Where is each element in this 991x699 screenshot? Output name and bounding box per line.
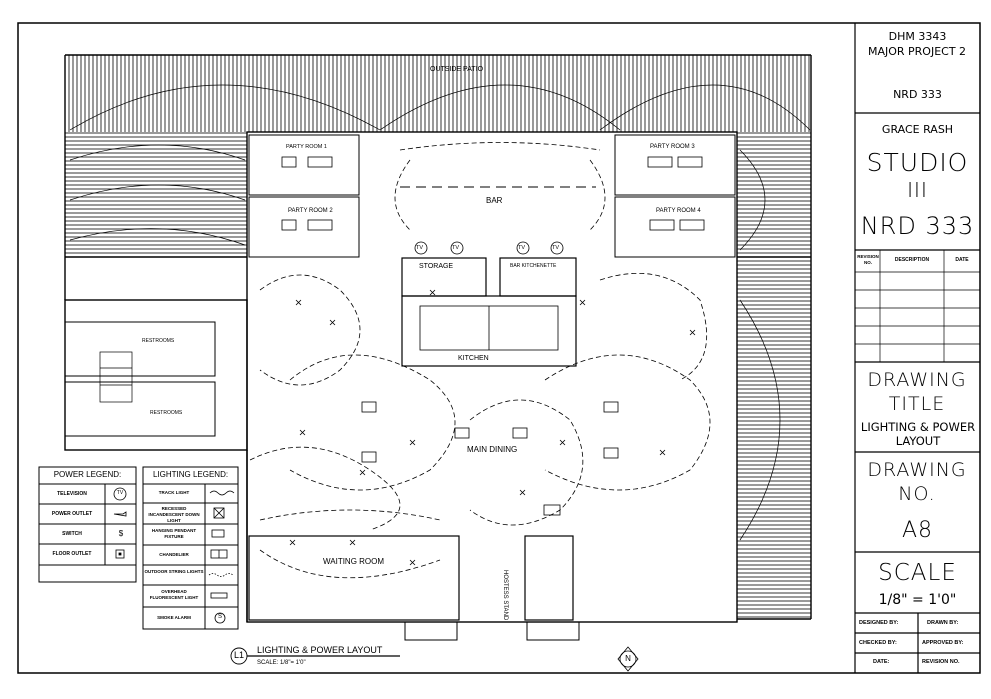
bar-kitchenette-label: BAR KITCHENETTE bbox=[510, 263, 557, 269]
drawing-label-callout bbox=[230, 647, 400, 665]
tv-label-2: TV bbox=[452, 245, 460, 251]
drawing-no-label: DRAWING NO. bbox=[867, 459, 967, 505]
scale-label: SCALE bbox=[878, 560, 957, 586]
student-name: GRACE RASH bbox=[881, 123, 954, 136]
power-legend-item-outlet: POWER OUTLET bbox=[51, 511, 93, 517]
restrooms-bottom-label: RESTROOMS bbox=[150, 410, 183, 416]
tv-label-4: TV bbox=[552, 245, 560, 251]
tv-label-3: TV bbox=[518, 245, 526, 251]
revision-table-grid bbox=[855, 250, 980, 362]
recessed-lights bbox=[289, 289, 696, 566]
drawing-title-value: LIGHTING & POWER LAYOUT bbox=[860, 420, 976, 448]
lighting-legend-smoke: SMOKE ALARM bbox=[157, 615, 191, 620]
description-header: DESCRIPTION bbox=[894, 257, 930, 263]
tv-symbols bbox=[414, 241, 564, 255]
storage-label: STORAGE bbox=[419, 263, 454, 270]
tv-icon: TV bbox=[116, 490, 124, 496]
project-code: NRD 333 bbox=[893, 88, 942, 101]
lighting-legend-string: OUTDOOR STRING LIGHTS bbox=[144, 569, 204, 574]
kitchen-label: KITCHEN bbox=[458, 355, 489, 362]
studio-line1: STUDIO bbox=[866, 148, 969, 177]
title-block-lines bbox=[854, 23, 980, 673]
dining-tables bbox=[361, 401, 619, 516]
revision-no-header: REVISION NO. bbox=[857, 254, 879, 265]
north-arrow bbox=[617, 646, 639, 672]
power-legend-item-floor-outlet: FLOOR OUTLET bbox=[52, 551, 92, 557]
approved-by-label: APPROVED BY: bbox=[922, 640, 964, 646]
drawing-label-title: LIGHTING & POWER LAYOUT bbox=[257, 645, 383, 655]
bar-label: BAR bbox=[486, 196, 503, 205]
power-legend-item-tv: TELEVISION bbox=[57, 491, 87, 497]
lighting-legend-title: LIGHTING LEGEND: bbox=[152, 470, 229, 479]
smoke-alarm-icon: S bbox=[217, 614, 222, 620]
power-legend-title: POWER LEGEND: bbox=[53, 470, 122, 479]
party-room-3-label: PARTY ROOM 3 bbox=[650, 144, 695, 150]
power-legend-table bbox=[38, 466, 137, 583]
legend-symbols bbox=[113, 487, 235, 624]
studio-code: NRD 333 bbox=[860, 212, 975, 240]
entrance-planter-right bbox=[526, 621, 580, 641]
kitchen-room bbox=[401, 295, 577, 367]
building-walls bbox=[64, 54, 812, 623]
switch-icon: $ bbox=[118, 529, 124, 538]
main-dining-label: MAIN DINING bbox=[467, 445, 518, 454]
party-room-2 bbox=[248, 196, 360, 258]
lighting-legend-recessed: RECESSED INCANDESCENT DOWN LIGHT bbox=[148, 506, 200, 523]
date-header: DATE bbox=[955, 257, 969, 263]
north-label: N bbox=[625, 654, 631, 663]
revision-no-label: REVISION NO. bbox=[922, 659, 960, 665]
lighting-legend-chandelier: CHANDELIER bbox=[159, 552, 189, 557]
course-number: DHM 3343 bbox=[888, 30, 947, 43]
party-room-2-label: PARTY ROOM 2 bbox=[288, 208, 333, 214]
drawing-id: L1 bbox=[233, 650, 244, 660]
designed-by-label: DESIGNED BY: bbox=[859, 620, 899, 626]
restrooms-top bbox=[64, 321, 216, 377]
power-legend-item-switch: SWITCH bbox=[62, 531, 82, 537]
party-room-tables bbox=[281, 156, 705, 231]
party-room-1 bbox=[248, 134, 360, 196]
studio-line2: III bbox=[907, 178, 928, 202]
hostess-stand bbox=[524, 535, 574, 621]
lighting-legend-track: TRACK LIGHT bbox=[158, 490, 190, 495]
entrance-planter-left bbox=[404, 621, 458, 641]
sheet-border bbox=[17, 22, 981, 674]
drawing-title-label: DRAWING TITLE bbox=[867, 369, 967, 415]
lighting-legend-pendant: HANGING PENDANT FIXTURE bbox=[151, 528, 197, 539]
date-label: DATE: bbox=[873, 659, 890, 665]
lighting-legend-fluorescent: OVERHEAD FLUORESCENT LIGHT bbox=[149, 589, 199, 600]
party-room-4-label: PARTY ROOM 4 bbox=[656, 208, 701, 214]
tv-label-1: TV bbox=[416, 245, 424, 251]
drawing-no-value: A8 bbox=[901, 518, 934, 543]
party-room-1-label: PARTY ROOM 1 bbox=[286, 144, 327, 150]
drawn-by-label: DRAWN BY: bbox=[927, 620, 959, 626]
project-name: MAJOR PROJECT 2 bbox=[867, 45, 967, 58]
scale-value: 1/8" = 1'0" bbox=[878, 592, 957, 608]
lighting-circuits bbox=[249, 142, 711, 579]
party-room-3 bbox=[614, 134, 736, 196]
outdoor-string-lights bbox=[69, 84, 811, 541]
outside-patio-label: OUTSIDE PATIO bbox=[430, 66, 484, 73]
party-room-4 bbox=[614, 196, 736, 258]
checked-by-label: CHECKED BY: bbox=[859, 640, 897, 646]
drawing-label-scale: SCALE: 1/8"= 1'0" bbox=[257, 660, 306, 666]
hostess-stand-label: HOSTESS STAND bbox=[502, 570, 508, 621]
restrooms-bottom bbox=[64, 381, 216, 437]
restrooms-top-label: RESTROOMS bbox=[142, 338, 175, 344]
waiting-room bbox=[248, 535, 460, 621]
lighting-legend-table bbox=[142, 466, 239, 630]
waiting-room-label: WAITING ROOM bbox=[323, 557, 385, 566]
